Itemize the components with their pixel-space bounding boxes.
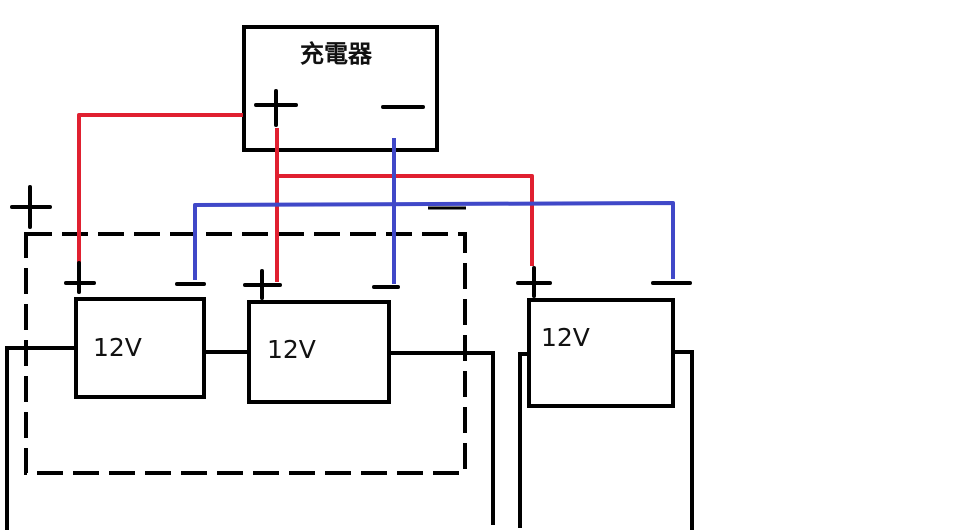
charger: 充電器 xyxy=(242,25,439,152)
load-wire-left xyxy=(5,346,76,530)
battery-2-box xyxy=(247,300,391,404)
charger-box xyxy=(242,25,439,152)
positive-wire-battery-3 xyxy=(275,174,534,266)
negative-wires xyxy=(193,138,675,284)
battery-2-label: 12V xyxy=(267,335,316,364)
battery-2: 12V xyxy=(243,269,400,404)
load-wire-group-right xyxy=(389,351,495,525)
battery-1: 12V xyxy=(64,261,206,399)
positive-wire-battery-1 xyxy=(77,113,243,288)
battery-1-label: 12V xyxy=(93,333,142,362)
load-wires xyxy=(5,346,694,530)
battery-3-positive-terminal xyxy=(516,266,552,298)
load-wire-battery-3-right xyxy=(673,350,694,530)
battery-2-positive-terminal xyxy=(243,269,282,300)
battery-3: 12V xyxy=(516,266,692,408)
battery-3-label: 12V xyxy=(541,323,590,352)
charger-positive-terminal xyxy=(254,89,298,127)
charger-label: 充電器 xyxy=(300,40,373,68)
negative-wire-bus xyxy=(193,201,675,280)
battery-3-box xyxy=(527,298,675,408)
group-positive-symbol xyxy=(10,185,52,229)
positive-wires xyxy=(77,113,534,288)
load-wire-battery-3-left xyxy=(518,352,529,528)
battery-1-positive-terminal xyxy=(64,261,96,294)
